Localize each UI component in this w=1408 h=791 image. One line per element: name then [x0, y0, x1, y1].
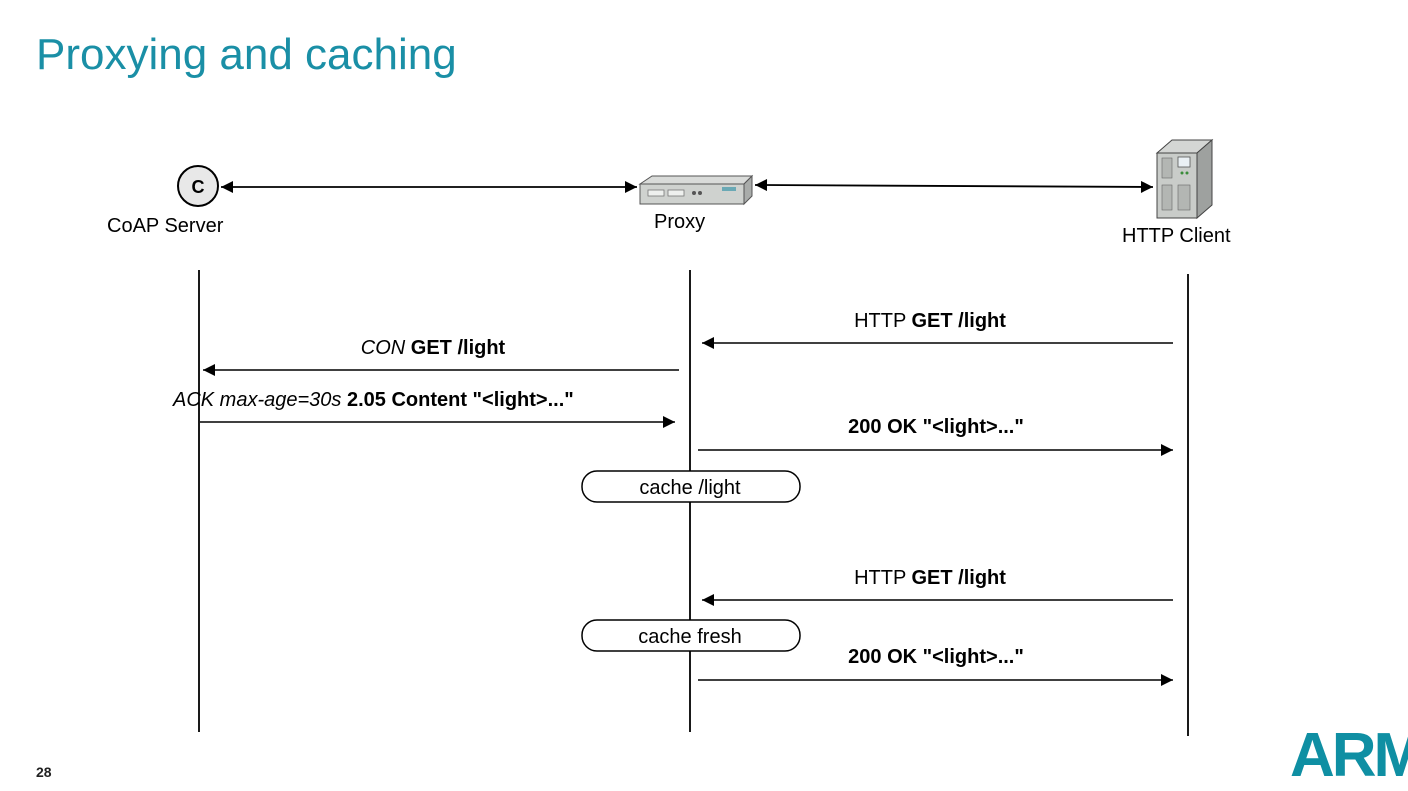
cache-light-label: cache /light	[639, 477, 741, 499]
message-4-label: 200 OK "<light>..."	[848, 416, 1024, 438]
coap-server-label: CoAP Server	[107, 215, 224, 237]
http-client-server-icon	[1155, 138, 1214, 220]
proxy-device-icon	[638, 174, 754, 206]
message-2-label: CON GET /light	[361, 337, 506, 359]
message-5-label: HTTP GET /light	[854, 567, 1006, 589]
message-6-label: 200 OK "<light>..."	[848, 646, 1024, 668]
http-client-label: HTTP Client	[1122, 225, 1231, 247]
message-1-label: HTTP GET /light	[854, 310, 1006, 332]
page-number: 28	[36, 764, 52, 780]
proxy-label: Proxy	[654, 211, 705, 233]
slide-title: Proxying and caching	[36, 30, 457, 79]
cache-fresh-note	[581, 619, 801, 652]
svg-text:C: C	[192, 177, 205, 197]
arm-logo: ARM	[1290, 721, 1408, 790]
coap-server-icon: C	[177, 165, 219, 207]
message-3-label: ACK max-age=30s 2.05 Content "<light>...…	[172, 389, 574, 411]
proxy-client-link	[754, 179, 1154, 193]
cache-light-note	[581, 470, 801, 503]
cache-fresh-label: cache fresh	[638, 626, 741, 648]
